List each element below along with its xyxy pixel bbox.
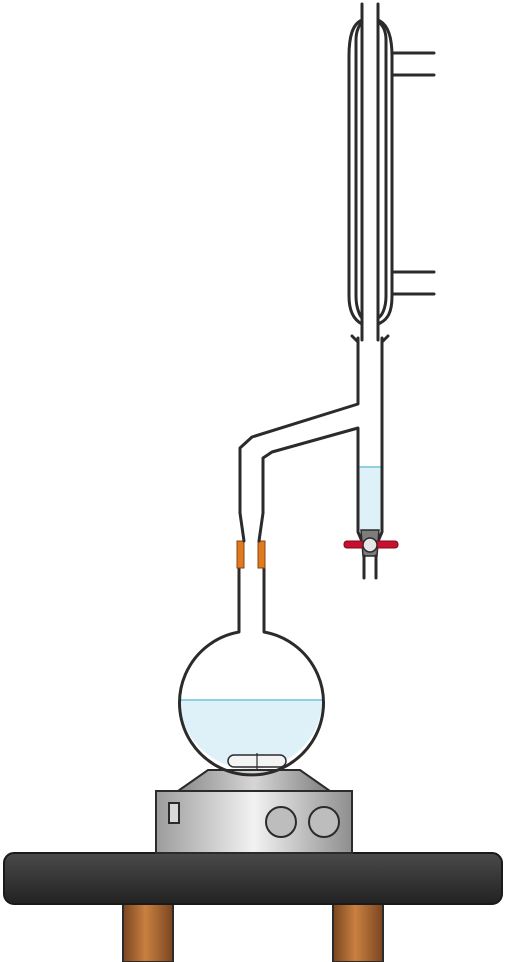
bench-leg-right [332,897,384,962]
dean-stark-side-arm [238,336,360,543]
stir-knob-icon [308,806,340,838]
water-outlet-tube [390,51,436,77]
hotplate-stirrer [155,769,353,854]
reflux-condenser [347,2,436,342]
stopcock[interactable] [343,529,399,580]
joint-clip-left [236,540,245,569]
power-switch-icon [168,802,180,824]
trap-liquid [359,467,382,530]
water-inlet-tube [390,270,436,296]
dean-stark-trap [350,334,390,548]
lab-bench-top [3,852,503,905]
bench-leg-left [122,897,174,962]
joint-clip-right [257,540,266,569]
heat-knob-icon [265,806,297,838]
round-bottom-flask [178,563,325,777]
